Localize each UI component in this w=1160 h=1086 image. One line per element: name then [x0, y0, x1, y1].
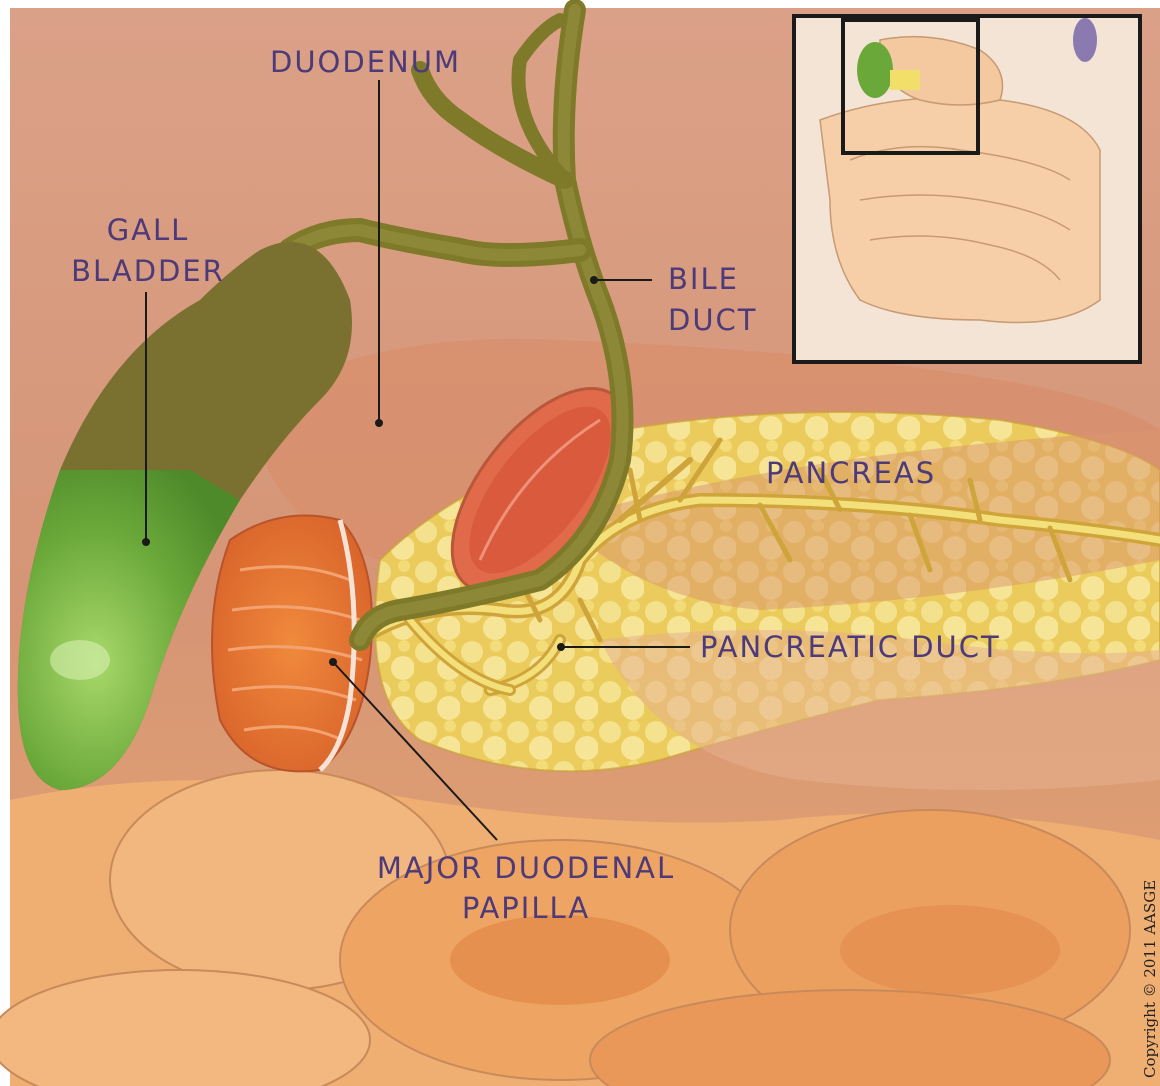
dot-bile-duct: [590, 276, 598, 284]
label-gall-bladder-line1: GALL: [107, 213, 190, 247]
dot-gall-bladder: [142, 538, 150, 546]
label-papilla-line1: MAJOR DUODENAL: [377, 851, 675, 885]
label-pancreatic-duct: PANCREATIC DUCT: [700, 630, 1001, 664]
dot-duodenum: [375, 419, 383, 427]
label-bile-duct-line2: DUCT: [668, 303, 758, 337]
copyright-notice: Copyright © 2011 AASGE: [1141, 880, 1159, 1078]
inset-overview: [794, 16, 1140, 362]
label-bile-duct-line1: BILE: [668, 262, 739, 296]
papilla-wall: [212, 516, 372, 772]
label-duodenum: DUODENUM: [270, 45, 461, 79]
label-pancreas: PANCREAS: [766, 456, 936, 490]
label-gall-bladder-line2: BLADDER: [71, 254, 225, 288]
label-papilla-line2: PAPILLA: [462, 891, 590, 925]
dot-papilla: [329, 658, 337, 666]
dot-pancreatic-duct: [557, 643, 565, 651]
